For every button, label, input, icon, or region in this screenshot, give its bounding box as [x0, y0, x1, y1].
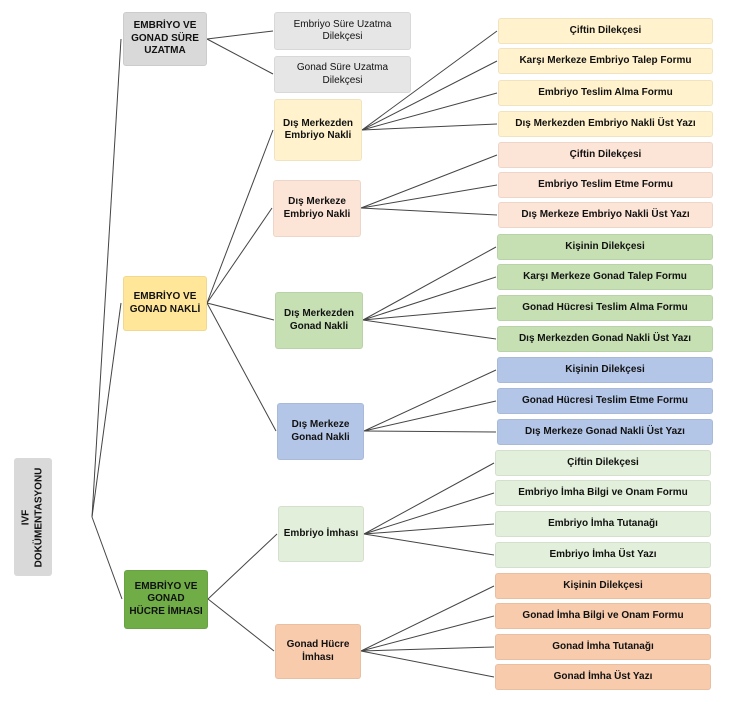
sub-dis-merkezden-gonad: Dış Merkezden Gonad Nakli	[275, 292, 363, 349]
sub-dis-merkeze-embriyo: Dış Merkeze Embriyo Nakli	[273, 180, 361, 237]
connector-line	[91, 302, 122, 518]
connector-line	[360, 615, 495, 652]
doc-gonad-sure-uzatma: Gonad Süre Uzatma Dilekçesi	[274, 56, 411, 93]
doc-item: Gonad İmha Bilgi ve Onam Formu	[495, 603, 711, 629]
doc-item: Embriyo Teslim Alma Formu	[498, 80, 713, 106]
connector-line	[360, 154, 498, 209]
category-sure-uzatma: EMBRİYO VE GONAD SÜRE UZATMA	[123, 12, 207, 66]
connector-line	[206, 207, 273, 304]
connector-line	[360, 184, 498, 209]
doc-item: Gonad Hücresi Teslim Etme Formu	[497, 388, 713, 414]
connector-line	[360, 646, 495, 652]
connector-line	[206, 30, 274, 40]
doc-item: Gonad Hücresi Teslim Alma Formu	[497, 295, 713, 321]
doc-item: Çiftin Dilekçesi	[498, 142, 713, 168]
connector-line	[207, 598, 275, 652]
connector-line	[363, 462, 495, 535]
connector-line	[363, 523, 495, 535]
doc-item: Kişinin Dilekçesi	[497, 357, 713, 383]
sub-gonad-imhasi: Gonad Hücre İmhası	[275, 624, 361, 679]
connector-line	[361, 30, 498, 131]
connector-line	[363, 400, 497, 432]
connector-line	[363, 492, 495, 535]
connector-line	[206, 129, 274, 304]
category-imha: EMBRİYO VE GONAD HÜCRE İMHASI	[124, 570, 208, 629]
connector-line	[360, 585, 495, 652]
connector-line	[361, 92, 498, 131]
connector-line	[362, 307, 497, 321]
connector-line	[360, 650, 495, 678]
connector-line	[91, 38, 122, 518]
connector-line	[363, 533, 495, 556]
doc-embriyo-sure-uzatma: Embriyo Süre Uzatma Dilekçesi	[274, 12, 411, 50]
connector-line	[361, 60, 498, 131]
root-node: IVF DOKÜMENTASYONU	[14, 458, 52, 576]
doc-item: Gonad İmha Üst Yazı	[495, 664, 711, 690]
doc-item: Karşı Merkeze Gonad Talep Formu	[497, 264, 713, 290]
connector-line	[206, 302, 275, 321]
sub-embriyo-imhasi: Embriyo İmhası	[278, 506, 364, 562]
connector-line	[362, 246, 497, 321]
doc-item: Embriyo İmha Üst Yazı	[495, 542, 711, 568]
connector-line	[363, 369, 497, 432]
doc-item: Dış Merkezden Gonad Nakli Üst Yazı	[497, 326, 713, 352]
connector-line	[362, 319, 497, 340]
sub-dis-merkezden-embriyo: Dış Merkezden Embriyo Nakli	[274, 99, 362, 161]
doc-item: Dış Merkeze Embriyo Nakli Üst Yazı	[498, 202, 713, 228]
connector-line	[361, 123, 498, 131]
doc-item: Kişinin Dilekçesi	[497, 234, 713, 260]
connector-line	[363, 430, 497, 433]
connector-line	[362, 276, 497, 321]
doc-item: Dış Merkezden Embriyo Nakli Üst Yazı	[498, 111, 713, 137]
doc-item: Çiftin Dilekçesi	[498, 18, 713, 44]
connector-line	[207, 533, 278, 600]
connector-line	[91, 516, 123, 600]
doc-item: Embriyo İmha Bilgi ve Onam Formu	[495, 480, 711, 506]
doc-item: Karşı Merkeze Embriyo Talep Formu	[498, 48, 713, 74]
root-label: IVF DOKÜMENTASYONU	[20, 467, 45, 567]
doc-item: Embriyo Teslim Etme Formu	[498, 172, 713, 198]
doc-item: Çiftin Dilekçesi	[495, 450, 711, 476]
category-nakil: EMBRİYO VE GONAD NAKLİ	[123, 276, 207, 331]
doc-item: Embriyo İmha Tutanağı	[495, 511, 711, 537]
doc-item: Gonad İmha Tutanağı	[495, 634, 711, 660]
connector-line	[360, 207, 498, 216]
connector-line	[206, 38, 274, 75]
doc-item: Kişinin Dilekçesi	[495, 573, 711, 599]
sub-dis-merkeze-gonad: Dış Merkeze Gonad Nakli	[277, 403, 364, 460]
connector-line	[206, 302, 277, 432]
doc-item: Dış Merkeze Gonad Nakli Üst Yazı	[497, 419, 713, 445]
